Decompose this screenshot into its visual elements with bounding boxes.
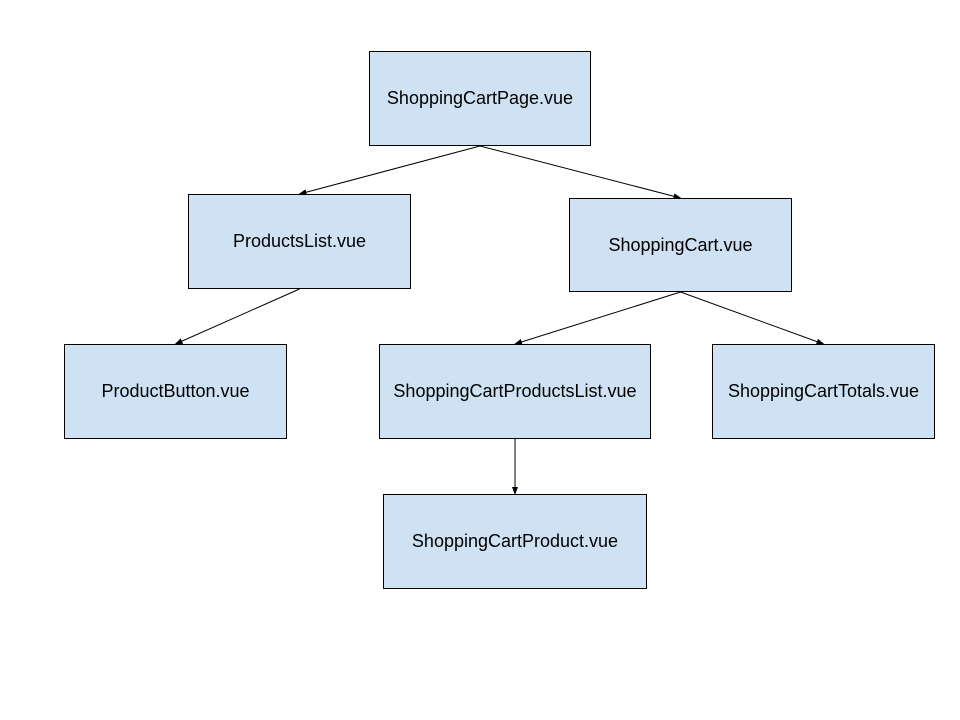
node-label: ProductButton.vue [101,381,250,401]
node-shopping-cart-product: ShoppingCartProduct.vue [383,494,647,589]
node-shopping-cart: ShoppingCart.vue [569,198,792,292]
node-label: ShoppingCartProductsList.vue [393,381,637,401]
edge-page-to-shopping-cart [479,145,682,200]
node-label: ShoppingCartPage.vue [386,88,574,108]
node-label: ShoppingCart.vue [608,234,753,255]
node-label: ShoppingCartTotals.vue [727,381,920,401]
edge-products-list-to-product-button [174,288,300,345]
node-products-list: ProductsList.vue [188,194,411,289]
node-shopping-cart-totals: ShoppingCartTotals.vue [712,344,935,439]
edge-page-to-products-list [298,145,481,196]
node-shopping-cart-page: ShoppingCartPage.vue [369,51,591,146]
node-label: ProductsList.vue [232,231,367,251]
edge-shopping-cart-to-cart-totals [680,291,825,345]
node-product-button: ProductButton.vue [64,344,287,439]
edge-shopping-cart-to-cart-products-list [514,291,681,345]
node-shopping-cart-products-list: ShoppingCartProductsList.vue [379,344,651,439]
node-label: ShoppingCartProduct.vue [411,531,619,551]
